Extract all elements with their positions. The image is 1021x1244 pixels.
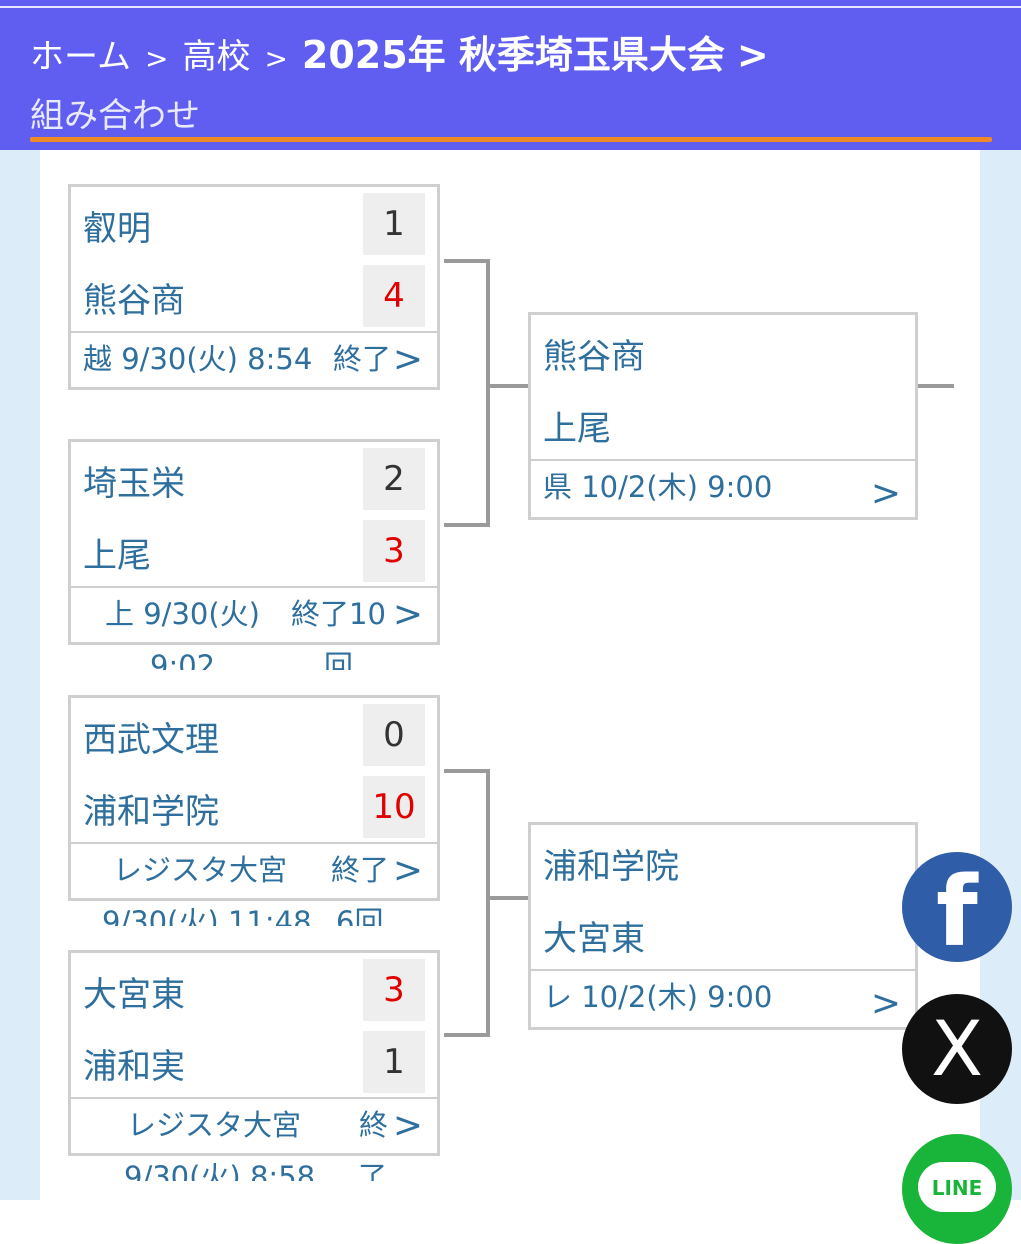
team-row: 浦和学院 [531,825,915,897]
team-name: 熊谷商 [83,281,185,321]
info-overflow: 9/30(火) 11:48 6回 [68,904,440,926]
chevron-right-icon[interactable]: > [392,850,423,891]
bracket-connector [918,384,954,388]
team-name: 熊谷商 [543,337,645,377]
match-time-overflow: 9:02 [150,649,216,670]
team-name: 上尾 [543,409,611,449]
breadcrumb-school[interactable]: 高校 [182,37,251,77]
breadcrumb-separator: > [264,42,288,75]
team-row: 上尾 [531,387,915,459]
info-overflow: 9/30(火) 8:58 了 [68,1159,440,1181]
page-header: ホーム>高校>2025年 秋季埼玉県大会> 組み合わせ [0,0,1021,150]
team-score: 1 [363,1031,425,1093]
team-name: 浦和学院 [543,847,679,887]
match-status: 終 [359,1108,389,1142]
x-share-button[interactable]: X [902,994,1012,1104]
team-row: 西武文理 0 [71,698,437,770]
match-venue-time: レ 10/2(木) 9:00 [543,980,773,1014]
chevron-right-icon[interactable]: > [392,1105,423,1146]
match-time-overflow: 9/30(火) 11:48 [102,905,312,926]
match-info[interactable]: レジスタ大宮 終 > [71,1097,437,1158]
team-score: 1 [363,193,425,255]
match-info[interactable]: 県 10/2(木) 9:00 > [531,459,915,520]
match-status: 終了10 [291,597,386,631]
team-name: 叡明 [83,209,151,249]
team-name: 上尾 [83,536,151,576]
match-venue-time: 上 9/30(火) [105,597,260,631]
team-row: 上尾 3 [71,514,437,586]
team-score: 10 [363,776,425,838]
team-row: 埼玉栄 2 [71,442,437,514]
team-row: 浦和実 1 [71,1025,437,1097]
team-name: 大宮東 [543,919,645,959]
info-overflow: 9:02 回 [68,648,440,670]
bracket-connector [444,769,490,1037]
page-title: 組み合わせ [30,96,200,136]
bracket-connector [488,896,530,900]
team-row: 大宮東 3 [71,953,437,1025]
breadcrumb-home[interactable]: ホーム [30,37,131,77]
match-info[interactable]: 越 9/30(火) 8:54 終了 > [71,331,437,392]
match-venue-time: レジスタ大宮 [113,853,288,887]
chevron-right-icon[interactable]: > [392,339,423,380]
match-venue-time: 越 9/30(火) 8:54 [83,342,313,376]
team-row: 大宮東 [531,897,915,969]
team-row: 叡明 1 [71,187,437,259]
match-info[interactable]: レ 10/2(木) 9:00 > [531,969,915,1030]
match-time-overflow: 9/30(火) 8:58 [124,1160,316,1181]
match-status-overflow: 了 [358,1160,388,1181]
team-row: 熊谷商 4 [71,259,437,331]
title-underline [30,137,992,142]
breadcrumb-tournament[interactable]: 2025年 秋季埼玉県大会 [301,33,725,77]
header-top-rule [0,6,1021,8]
chevron-right-icon[interactable]: > [870,983,901,1024]
team-score: 3 [363,959,425,1021]
team-score: 2 [363,448,425,510]
bracket-connector [488,384,530,388]
match-card[interactable]: 埼玉栄 2 上尾 3 上 9/30(火) 終了10 > [68,439,440,645]
breadcrumb-separator: > [144,42,169,75]
match-info[interactable]: レジスタ大宮 終了 > [71,842,437,903]
x-icon: X [930,1004,984,1093]
match-status-overflow: 6回 [336,905,384,926]
match-status-overflow: 回 [324,649,354,670]
team-score: 0 [363,704,425,766]
match-venue-time: レジスタ大宮 [127,1108,302,1142]
breadcrumb: ホーム>高校>2025年 秋季埼玉県大会> [30,24,769,79]
line-icon-label: LINE [931,1176,983,1200]
match-status: 終了 [331,853,390,887]
chevron-right-icon[interactable]: > [870,473,901,514]
team-name: 埼玉栄 [83,464,185,504]
match-venue-time: 県 10/2(木) 9:00 [543,470,773,504]
facebook-share-button[interactable]: f [902,852,1012,962]
bracket-connector [444,259,490,527]
match-info[interactable]: 上 9/30(火) 終了10 > [71,586,437,647]
team-name: 浦和学院 [83,792,219,832]
match-card[interactable]: 大宮東 3 浦和実 1 レジスタ大宮 終 > [68,950,440,1156]
match-status: 終了 [333,342,392,376]
facebook-icon: f [936,856,978,968]
chevron-right-icon[interactable]: > [392,594,423,635]
team-score: 4 [363,265,425,327]
next-match-card[interactable]: 浦和学院 大宮東 レ 10/2(木) 9:00 > [528,822,918,1030]
breadcrumb-separator: > [736,33,769,77]
match-card[interactable]: 叡明 1 熊谷商 4 越 9/30(火) 8:54 終了 > [68,184,440,390]
team-row: 浦和学院 10 [71,770,437,842]
team-name: 西武文理 [83,720,219,760]
team-row: 熊谷商 [531,315,915,387]
team-name: 大宮東 [83,975,185,1015]
team-name: 浦和実 [83,1047,185,1087]
next-match-card[interactable]: 熊谷商 上尾 県 10/2(木) 9:00 > [528,312,918,520]
team-score: 3 [363,520,425,582]
match-card[interactable]: 西武文理 0 浦和学院 10 レジスタ大宮 終了 > [68,695,440,901]
line-share-button[interactable]: LINE [902,1134,1012,1244]
